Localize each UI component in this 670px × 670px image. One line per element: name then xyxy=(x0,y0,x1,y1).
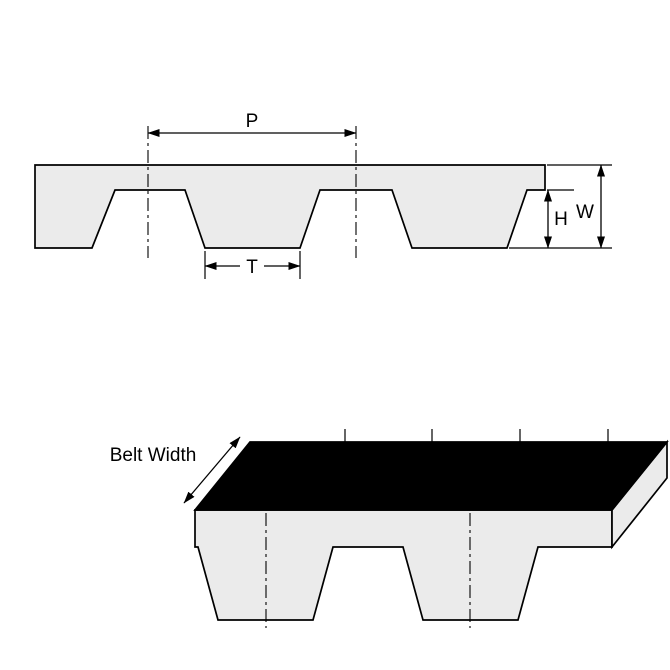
belt-top-face xyxy=(193,441,669,511)
width-label: W xyxy=(576,202,594,223)
belt-width-label: Belt Width xyxy=(110,445,197,466)
cross-section-view: P T H W xyxy=(34,111,612,279)
belt-profile-shape xyxy=(34,164,546,249)
height-label: H xyxy=(554,209,568,230)
pitch-label: P xyxy=(246,111,259,132)
perspective-view: Belt Width xyxy=(110,429,669,628)
belt-front-face xyxy=(194,509,613,621)
belt-width-dimension-arrow xyxy=(183,436,241,504)
tooth-label: T xyxy=(246,257,258,278)
